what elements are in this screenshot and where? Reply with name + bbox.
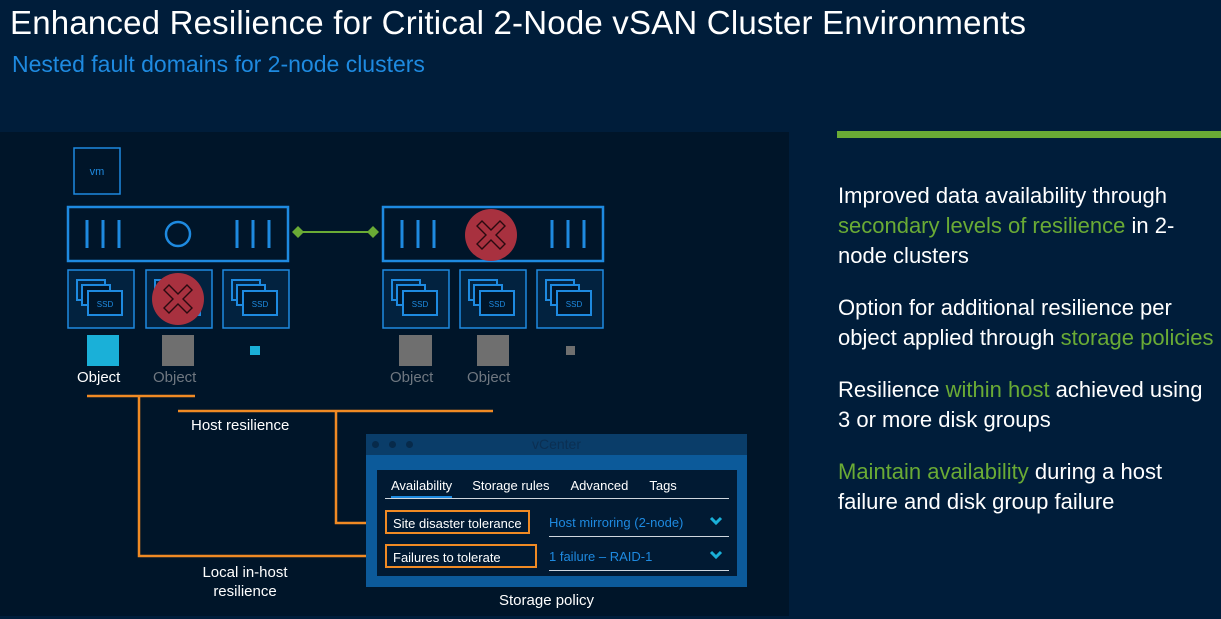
host-1-left-bars-icon xyxy=(85,220,121,248)
host-2-disk-group-3 xyxy=(536,269,604,329)
slide-subtitle: Nested fault domains for 2-node clusters xyxy=(12,51,425,77)
tab-availability[interactable]: Availability xyxy=(391,478,453,498)
host-1-right-bars-icon xyxy=(235,220,271,248)
failures-to-tolerate-label: Failures to tolerate xyxy=(385,544,537,568)
key-point: Maintain availability during a host fail… xyxy=(838,459,1163,514)
window-controls xyxy=(372,441,413,448)
key-point: Improved data availability through secon… xyxy=(838,183,1175,268)
object-label: Object xyxy=(153,369,197,386)
object-label: Object xyxy=(77,369,121,386)
tab-advanced[interactable]: Advanced xyxy=(570,478,629,493)
object-label: Object xyxy=(467,369,511,386)
host-1-object-1 xyxy=(87,335,119,366)
vcenter-title: vCenter xyxy=(531,436,582,452)
host-witness-link xyxy=(292,226,379,238)
host-2-object-1 xyxy=(399,335,432,366)
cluster-diagram: SSD vm xyxy=(66,147,605,558)
key-points: Improved data availability through secon… xyxy=(838,181,1218,539)
host-2-object-2 xyxy=(477,335,509,366)
failures-to-tolerate-value: 1 failure – RAID-1 xyxy=(549,549,653,564)
site-disaster-tolerance-value: Host mirroring (2-node) xyxy=(549,515,684,530)
failures-to-tolerate-select[interactable]: 1 failure – RAID-1 xyxy=(549,544,729,571)
host-1-disk-group-1 xyxy=(67,269,135,329)
object-label: Object xyxy=(390,369,434,386)
site-disaster-tolerance-row: Site disaster tolerance Host mirroring (… xyxy=(385,510,729,538)
storage-policy-caption: Storage policy xyxy=(499,592,595,609)
host-2-failure-icon xyxy=(464,208,518,262)
vcenter-window: vCenter Availability Storage rules Advan… xyxy=(366,434,747,587)
storage-policy-form: Availability Storage rules Advanced Tags… xyxy=(377,470,737,576)
host-2-right-bars-icon xyxy=(550,220,586,248)
vm-icon: vm xyxy=(73,147,121,195)
window-minimize-icon[interactable] xyxy=(389,441,396,448)
host-1-disk-group-2 xyxy=(145,269,213,329)
policy-tabs: Availability Storage rules Advanced Tags xyxy=(391,478,698,498)
accent-bar xyxy=(837,131,1221,138)
window-close-icon[interactable] xyxy=(372,441,379,448)
chevron-down-icon[interactable] xyxy=(709,516,723,526)
host-1 xyxy=(66,205,290,263)
host-1-object-2 xyxy=(162,335,194,366)
host-2-disk-group-1 xyxy=(382,269,450,329)
host-2 xyxy=(381,205,605,263)
host-resilience-label: Host resilience xyxy=(191,417,290,434)
disk-group-failure-icon xyxy=(151,272,205,326)
failures-to-tolerate-row: Failures to tolerate 1 failure – RAID-1 xyxy=(385,544,729,572)
key-point: Resilience within host achieved using 3 … xyxy=(838,377,1203,432)
key-point: Option for additional resilience per obj… xyxy=(838,295,1214,350)
site-disaster-tolerance-label: Site disaster tolerance xyxy=(385,510,530,534)
vm-label: vm xyxy=(90,166,105,178)
host-1-status-ok-icon xyxy=(164,220,192,248)
local-resilience-connector xyxy=(137,396,384,558)
vcenter-titlebar: vCenter xyxy=(366,434,747,455)
tab-storage-rules[interactable]: Storage rules xyxy=(472,478,550,493)
host-2-left-bars-icon xyxy=(400,220,436,248)
host-1-witness-object xyxy=(250,346,260,355)
chevron-down-icon[interactable] xyxy=(709,550,723,560)
slide-title: Enhanced Resilience for Critical 2-Node … xyxy=(10,4,1027,41)
site-disaster-tolerance-select[interactable]: Host mirroring (2-node) xyxy=(549,510,729,537)
tab-divider xyxy=(385,498,729,499)
host-2-disk-group-2 xyxy=(459,269,527,329)
window-maximize-icon[interactable] xyxy=(406,441,413,448)
tab-tags[interactable]: Tags xyxy=(649,478,677,493)
host-2-witness-object xyxy=(566,346,575,355)
local-resilience-label: Local in-host resilience xyxy=(202,564,288,600)
host-1-disk-group-3 xyxy=(222,269,290,329)
